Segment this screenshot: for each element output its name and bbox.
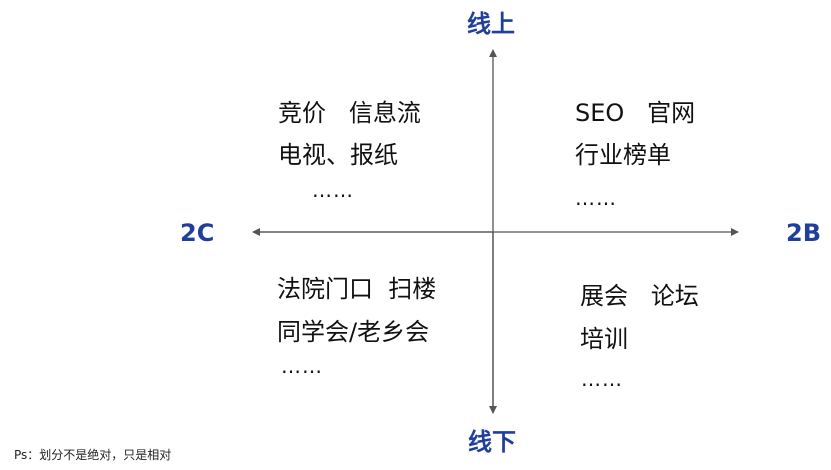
quadrant-top-left-ellipsis: …… [312,178,354,202]
axis-label-top: 线上 [467,10,515,38]
axis-label-bottom: 线下 [468,428,516,456]
quadrant-bottom-right-line-1: 展会 论坛 [580,282,699,310]
quadrant-bottom-left-ellipsis: …… [281,354,323,378]
quadrant-top-left-line-1: 竞价 信息流 [278,99,421,127]
quadrant-bottom-left-line-1: 法院门口 扫楼 [277,275,437,303]
quadrant-top-left-line-2: 电视、报纸 [278,141,398,169]
quadrant-top-right-line-2: 行业榜单 [575,141,671,169]
quadrant-top-right-line-1: SEO 官网 [575,99,696,127]
axis-label-right: 2B [786,219,821,247]
quadrant-bottom-left-line-2: 同学会/老乡会 [277,318,430,346]
quadrant-top-right-ellipsis: …… [575,186,617,210]
quadrant-bottom-right-ellipsis: …… [581,367,623,391]
quadrant-bottom-right-line-2: 培训 [580,325,628,353]
footnote: Ps：划分不是绝对，只是相对 [14,448,172,462]
axis-label-left: 2C [180,219,215,247]
